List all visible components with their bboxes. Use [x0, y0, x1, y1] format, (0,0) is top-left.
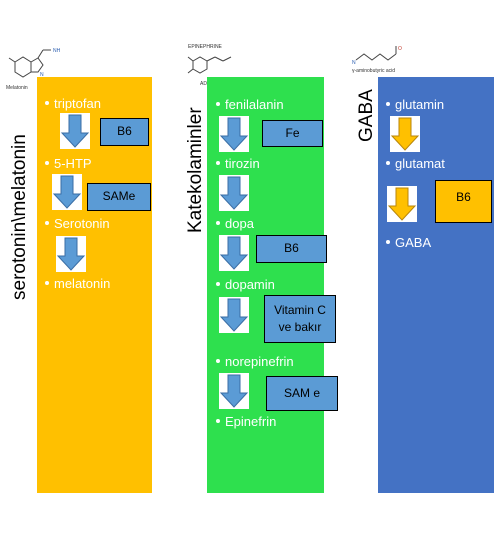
step-epinefrin: Epinefrin: [216, 414, 276, 429]
step-glutamat: glutamat: [386, 156, 445, 171]
down-arrow-icon: [219, 235, 249, 271]
step-gaba: GABA: [386, 235, 431, 250]
step-fenilalanin: fenilalanin: [216, 97, 284, 112]
down-arrow-icon: [219, 297, 249, 333]
serotonin-melatonin-column: [37, 77, 152, 493]
svg-text:N: N: [352, 60, 356, 66]
svg-text:NH: NH: [53, 48, 61, 54]
cofactor-b6-tag: B6: [256, 235, 327, 263]
step-glutamin: glutamin: [386, 97, 444, 112]
cofactor-same-tag: SAM e: [266, 376, 338, 411]
cofactor-fe-tag: Fe: [262, 120, 323, 147]
cofactor-vitamin-c-tag: Vitamin C ve bakır: [264, 295, 336, 343]
step-serotonin: Serotonin: [45, 216, 110, 231]
melatonin-structure-icon: N NH: [3, 44, 63, 90]
cofactor-vitamin-c-label: Vitamin C ve bakır: [274, 302, 326, 334]
down-arrow-icon: [52, 174, 82, 210]
down-arrow-icon: [219, 175, 249, 211]
down-arrow-icon: [219, 116, 249, 152]
gaba-structure-label: γ-aminobutyric acid: [352, 68, 396, 74]
down-arrow-icon: [56, 236, 86, 272]
step-melatonin: melatonin: [45, 276, 110, 291]
down-arrow-icon: [219, 373, 249, 409]
cofactor-b6-tag: B6: [435, 180, 492, 223]
svg-text:N: N: [40, 72, 44, 78]
melatonin-structure-label: Melatonin: [6, 85, 28, 91]
step-triptofan: triptofan: [45, 96, 101, 111]
step-dopamin: dopamin: [216, 277, 275, 292]
step-5-htp: 5-HTP: [45, 156, 92, 171]
cofactor-same-tag: SAMe: [87, 183, 151, 211]
down-arrow-icon: [60, 113, 90, 149]
column-title-katekolaminler: Katekolaminler: [185, 107, 206, 233]
gaba-structure-icon: N O: [350, 44, 410, 68]
down-arrow-icon: [387, 186, 417, 222]
step-norepinefrin: norepinefrin: [216, 354, 294, 369]
cofactor-b6-tag: B6: [100, 118, 149, 146]
step-dopa: dopa: [216, 216, 254, 231]
column-title-serotonin-melatonin: serotonin\melatonin: [9, 134, 30, 300]
svg-text:O: O: [398, 46, 402, 52]
epinephrine-structure-icon: [185, 51, 235, 81]
down-arrow-icon: [390, 116, 420, 152]
epinephrine-structure-label: EPINEPHRINE: [188, 44, 222, 50]
step-tirozin: tirozin: [216, 156, 260, 171]
column-title-gaba: GABA: [356, 89, 377, 142]
